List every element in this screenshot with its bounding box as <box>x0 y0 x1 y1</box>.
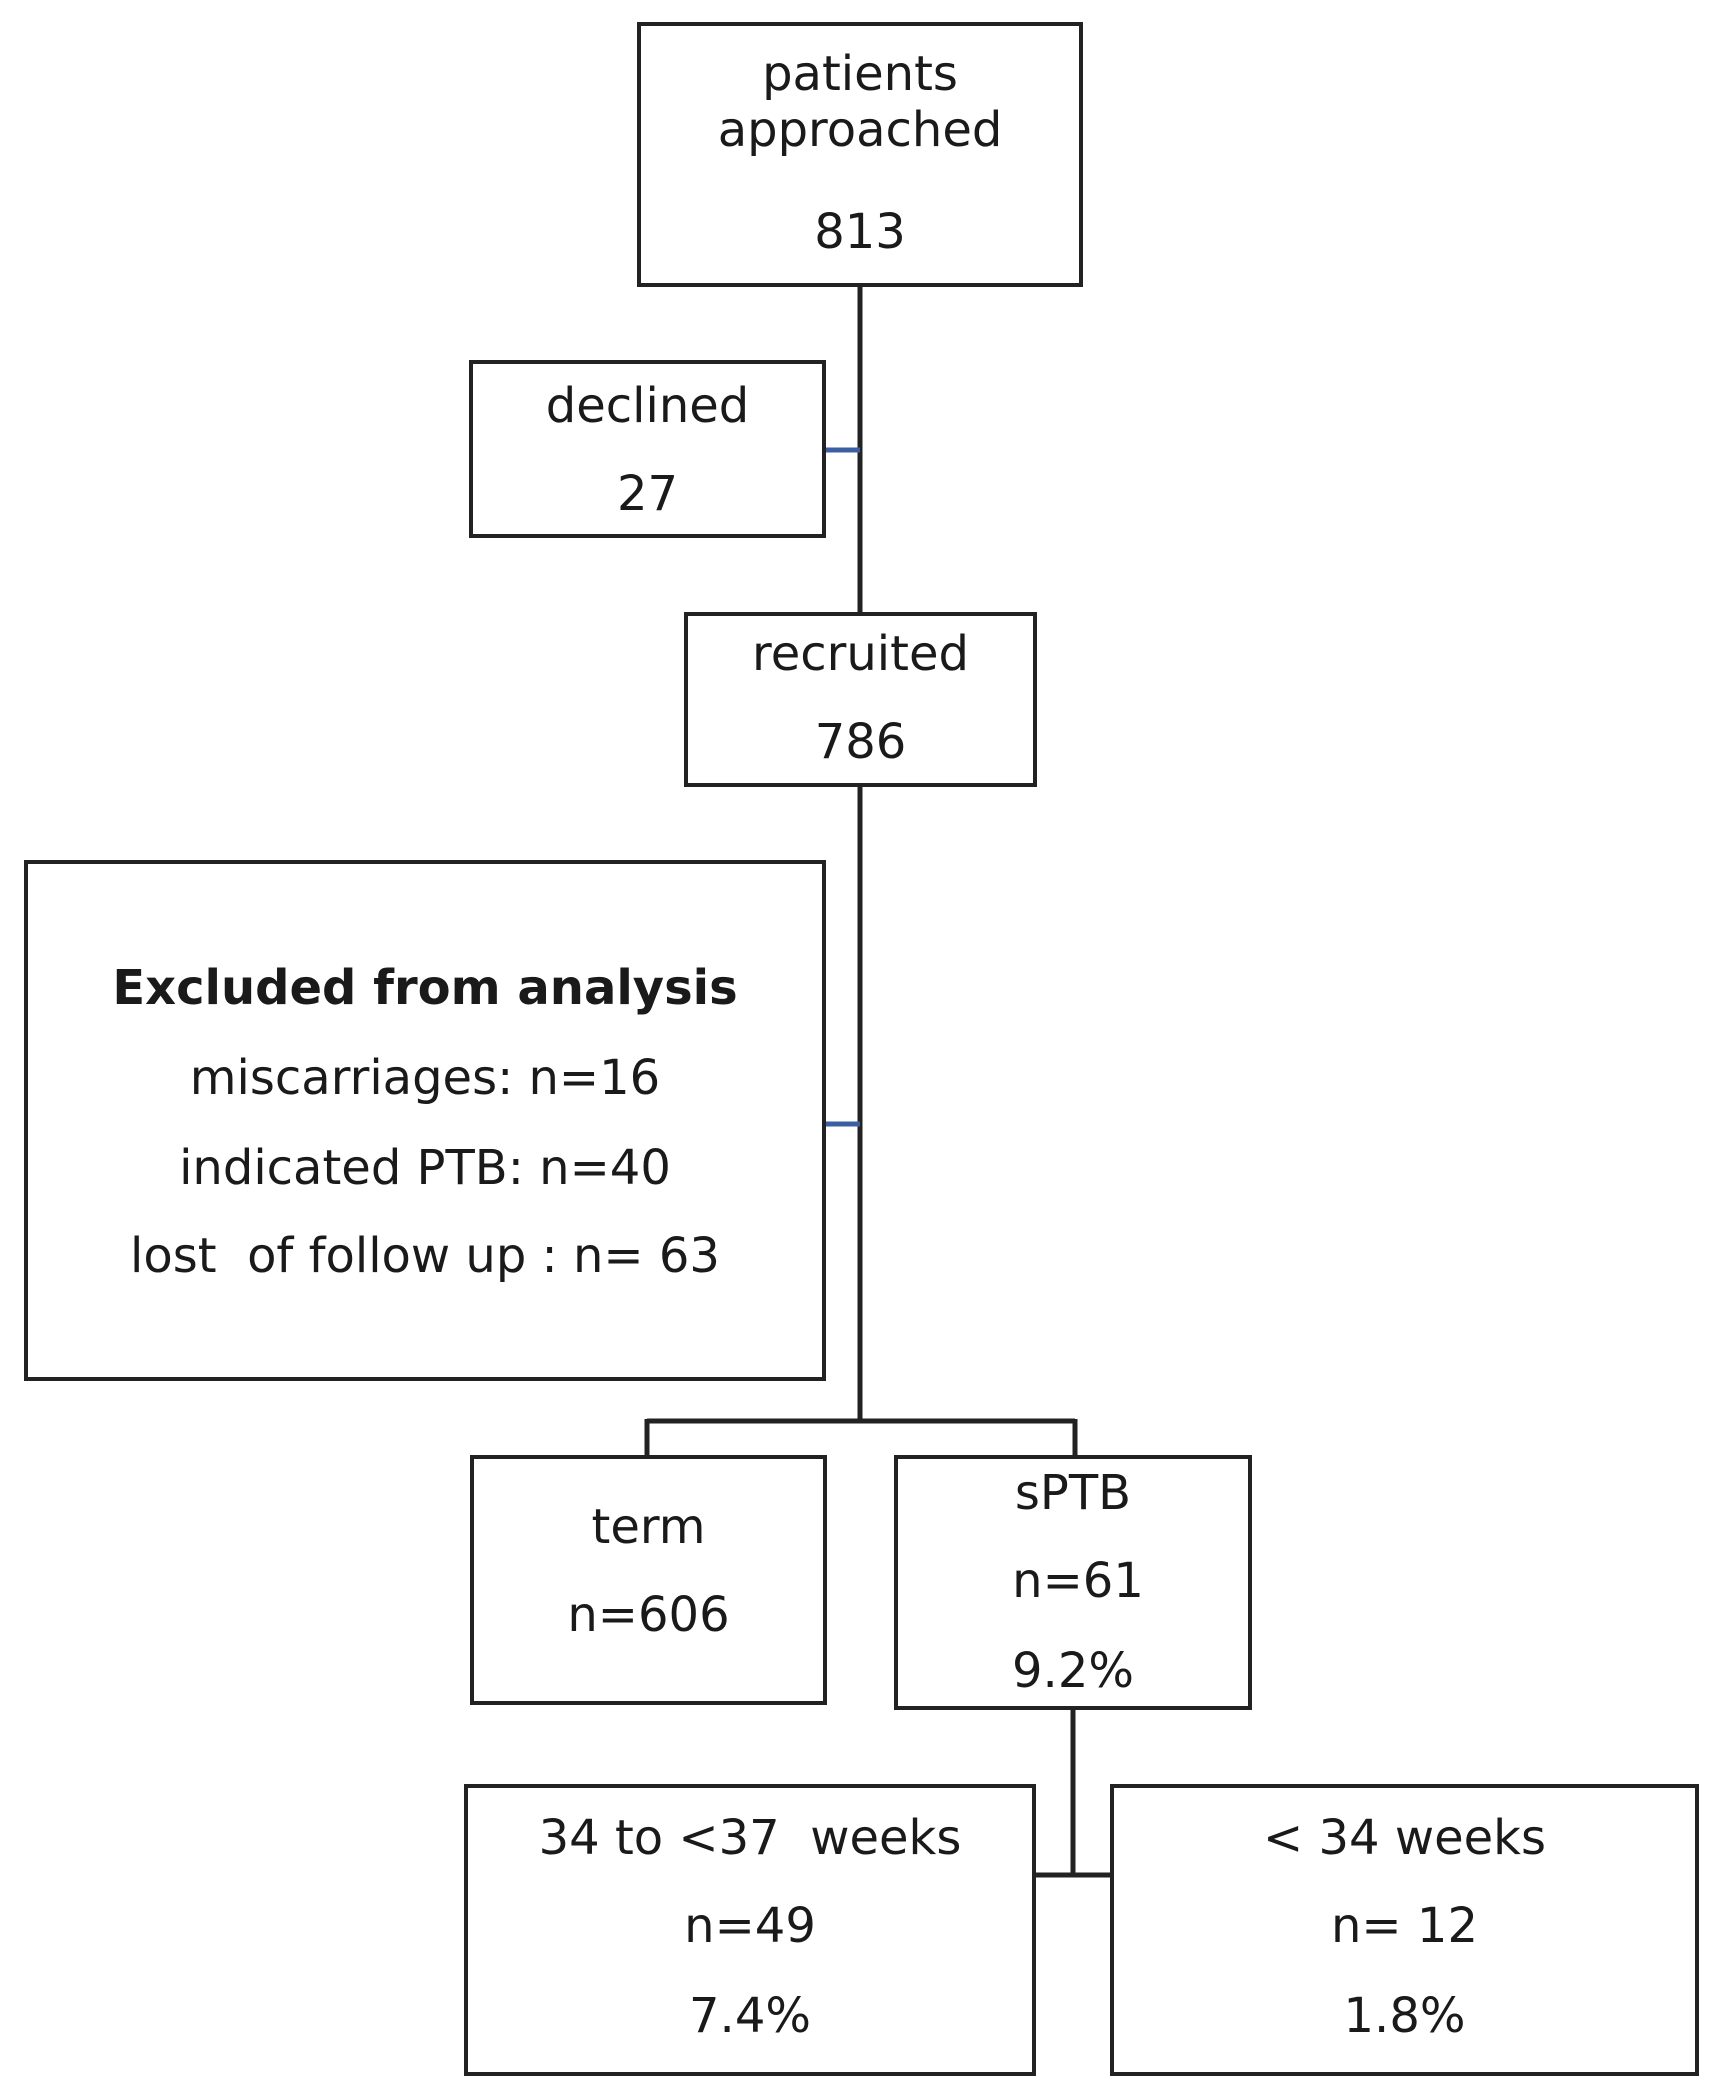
recruited-count: 786 <box>814 714 907 770</box>
excluded-line-indicated-ptb: indicated PTB: n=40 <box>179 1140 671 1196</box>
excluded-line-lost-follow-up: lost of follow up : n= 63 <box>130 1228 720 1284</box>
sptb-label: sPTB <box>1014 1465 1132 1521</box>
declined-box: declined 27 <box>469 360 826 538</box>
early-preterm-box: < 34 weeks n= 12 1.8% <box>1110 1784 1699 2076</box>
early-preterm-percent: 1.8% <box>1343 1988 1466 2044</box>
term-box: term n=606 <box>470 1455 827 1705</box>
late-preterm-label: 34 to <37 weeks <box>538 1810 962 1866</box>
late-preterm-count: n=49 <box>684 1898 816 1954</box>
early-preterm-label: < 34 weeks <box>1263 1810 1546 1866</box>
sptb-percent: 9.2% <box>1012 1643 1134 1699</box>
sptb-box: sPTB n=61 9.2% <box>894 1455 1252 1710</box>
declined-label: declined <box>545 378 750 434</box>
approached-box: patients approached 813 <box>637 22 1083 287</box>
approached-count: 813 <box>814 204 906 260</box>
term-count: n=606 <box>567 1587 730 1643</box>
excluded-title: Excluded from analysis <box>112 960 738 1016</box>
excluded-line-miscarriages: miscarriages: n=16 <box>189 1050 661 1106</box>
late-preterm-percent: 7.4% <box>689 1988 811 2044</box>
excluded-box: Excluded from analysis miscarriages: n=1… <box>24 860 826 1381</box>
approached-label: patients approached <box>717 46 1003 158</box>
sptb-count: n=61 <box>1012 1553 1144 1609</box>
early-preterm-count: n= 12 <box>1331 1898 1478 1954</box>
recruited-box: recruited 786 <box>684 612 1037 787</box>
late-preterm-box: 34 to <37 weeks n=49 7.4% <box>464 1784 1036 2076</box>
term-label: term <box>591 1499 706 1555</box>
declined-count: 27 <box>616 466 679 522</box>
recruited-label: recruited <box>752 626 969 682</box>
